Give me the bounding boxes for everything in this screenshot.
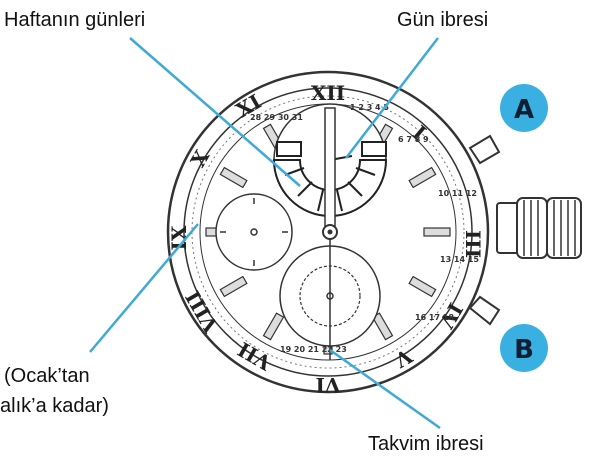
svg-text:6 7 8 9: 6 7 8 9 <box>398 135 429 144</box>
label-months-line1: (Ocak’tan <box>4 365 90 387</box>
svg-text:16 17 18: 16 17 18 <box>415 313 454 322</box>
label-weekdays: Haftanın günleri <box>4 9 146 31</box>
svg-text:10 11 12: 10 11 12 <box>438 189 477 198</box>
label-calendar-hand: Takvim ibresi <box>368 433 484 455</box>
pusher-b[interactable] <box>468 295 501 326</box>
leader-day-hand <box>345 37 439 159</box>
svg-text:A: A <box>514 95 534 125</box>
button-a-badge: A <box>500 84 548 132</box>
svg-text:28 29 30 31: 28 29 30 31 <box>250 113 303 122</box>
button-b-badge: B <box>500 324 548 372</box>
svg-text:XII: XII <box>311 81 345 105</box>
pusher-a[interactable] <box>468 134 501 165</box>
svg-text:III: III <box>461 230 485 258</box>
label-months-line2: alık’a kadar) <box>0 395 109 417</box>
leader-months <box>89 223 199 353</box>
calendar-hand <box>322 107 338 360</box>
month-track <box>191 95 465 369</box>
leader-weekdays <box>129 37 301 187</box>
left-subdial <box>215 193 293 271</box>
svg-text:VI: VI <box>316 373 342 397</box>
label-day-hand: Gün ibresi <box>397 9 489 31</box>
roman-numerals: XII I III IV V VI VII VIII IX X XI <box>167 81 485 397</box>
svg-text:1 2 3 4 5: 1 2 3 4 5 <box>350 103 389 112</box>
leader-lines <box>89 37 441 430</box>
crown <box>496 197 582 259</box>
date-ticks: 1 2 3 4 5 6 7 8 9 10 11 12 13 14 15 16 1… <box>250 103 479 354</box>
svg-text:19 20 21 22 23: 19 20 21 22 23 <box>280 345 347 354</box>
svg-text:13 14 15: 13 14 15 <box>440 255 479 264</box>
leader-calendar-hand <box>329 348 441 430</box>
svg-text:B: B <box>514 335 534 365</box>
